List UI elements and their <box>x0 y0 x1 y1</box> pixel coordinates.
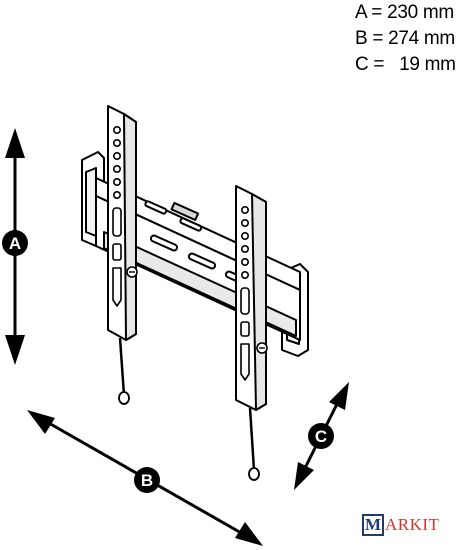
badge-a: A <box>2 230 28 256</box>
left-safety-cord <box>118 337 130 405</box>
markit-logo: M ARKIT <box>362 512 439 538</box>
right-safety-cord <box>248 407 260 481</box>
dimension-specs: A = 230 mm B = 274 mm C = 19 mm <box>355 0 472 78</box>
logo-mark: M <box>362 514 384 536</box>
label-a: A <box>9 234 21 253</box>
spec-b: B = 274 mm <box>355 28 455 49</box>
label-b: B <box>141 471 153 490</box>
logo-wordmark: ARKIT <box>385 515 440 534</box>
left-vertical-bracket <box>107 105 138 341</box>
spec-a: A = 230 mm <box>355 2 454 23</box>
right-vertical-bracket <box>235 185 268 411</box>
badge-c: C <box>308 423 334 449</box>
spec-c: C = 19 mm <box>355 54 456 75</box>
label-c: C <box>315 427 327 446</box>
badge-b: B <box>134 467 160 493</box>
